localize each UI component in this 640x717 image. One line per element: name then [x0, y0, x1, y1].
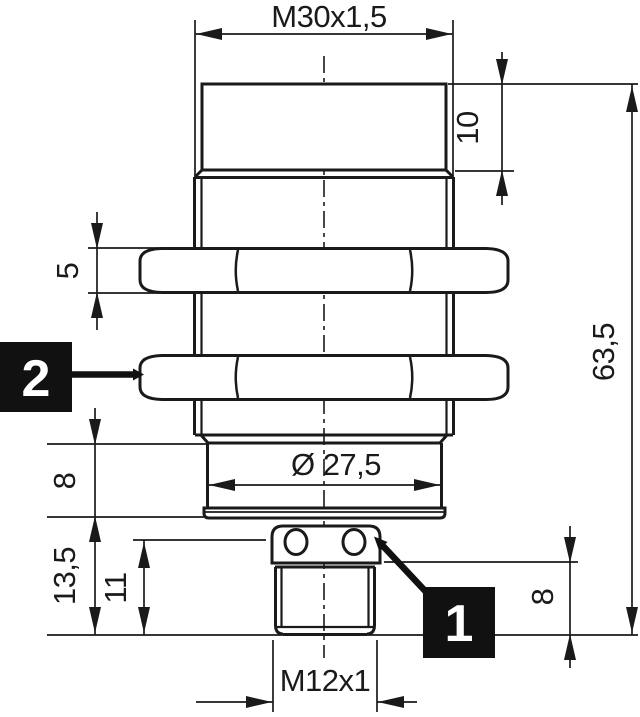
callout-1: 1	[374, 536, 495, 658]
dim-connector-mid: 11	[98, 572, 133, 603]
sensor-head	[200, 82, 448, 172]
dim-connector-total: 13,5	[47, 547, 82, 605]
flange-hole-right	[341, 528, 367, 556]
callout-1-box	[423, 587, 495, 658]
dim-step-height: 8	[47, 473, 82, 490]
callout-2-leader-tip	[133, 368, 144, 381]
dim-head-height: 10	[450, 111, 485, 145]
flange-hole-left	[283, 528, 309, 556]
callout-2-label: 2	[22, 350, 51, 408]
callout-2: 2	[0, 342, 144, 412]
callout-2-box	[0, 342, 72, 412]
dimension-arrowheads	[89, 28, 638, 708]
dim-overall-length: 63,5	[586, 323, 621, 381]
callout-1-label: 1	[445, 595, 474, 653]
dimension-labels: M30x1,5 10 63,5 5 Ø 27,5 8 13,5 11 8 M12…	[47, 0, 621, 698]
hex-nuts	[138, 247, 510, 401]
dim-connector-thread: M12x1	[280, 663, 371, 698]
hex-nut-bottom	[138, 354, 510, 401]
dim-body-diameter: Ø 27,5	[291, 447, 381, 482]
dim-connector-stub: 8	[525, 589, 560, 606]
dim-nut-thickness: 5	[50, 263, 85, 280]
dim-top-thread: M30x1,5	[271, 0, 386, 34]
callout-1-leader-tip	[374, 536, 388, 551]
sensor-body	[193, 82, 455, 636]
hex-nut-top	[138, 247, 510, 294]
